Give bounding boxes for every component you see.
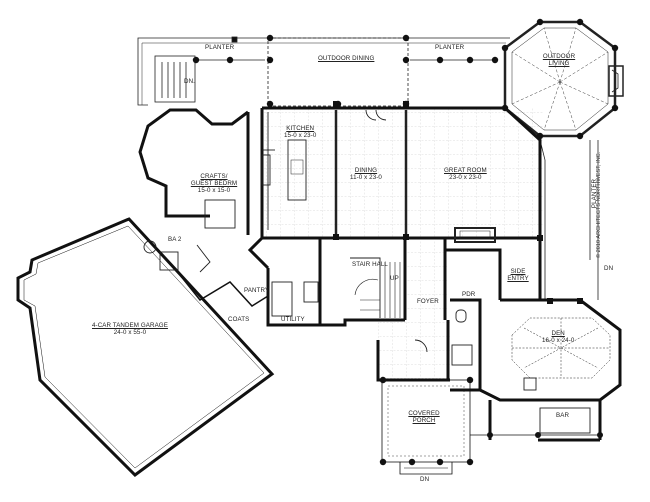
planter-left-label: PLANTER — [205, 44, 235, 51]
porch-columns — [379, 376, 603, 466]
outdoor-living-label: OUTDOOR LIVING — [542, 53, 576, 67]
coats-label: COATS — [228, 316, 250, 323]
pdr-label: PDR — [462, 291, 476, 298]
right-planter — [539, 139, 599, 300]
utility-label: UTILITY — [281, 316, 305, 323]
garage — [16, 217, 275, 477]
interior-details — [143, 109, 611, 434]
side-entry-label: SIDE ENTRY — [507, 268, 529, 282]
dn-marker-bottom: DN — [420, 476, 430, 483]
outdoor-dining-label: OUTDOOR DINING — [318, 55, 375, 62]
foyer-label: FOYER — [417, 298, 439, 305]
dn-marker-top: DN. — [184, 78, 195, 85]
dn-marker-right: DN — [604, 265, 614, 272]
tiled-floor-areas — [262, 108, 544, 380]
interior-columns — [333, 101, 583, 304]
octagon-columns — [501, 18, 619, 140]
covered-porch-label: COVERED PORCH — [408, 410, 440, 424]
crafts-bay — [138, 108, 250, 235]
stair-hall-label: STAIR HALL — [352, 261, 388, 268]
ba2-label: BA 2 — [168, 236, 182, 243]
copyright-notice: © 2010 ARCHITECTS NORTHWEST, INC. — [596, 151, 602, 258]
planter-mid-label: PLANTER — [435, 44, 465, 51]
pantry-label: PANTRY — [244, 287, 270, 294]
up-marker: UP — [390, 275, 399, 282]
bar-label: BAR — [556, 412, 570, 419]
terrace-columns — [192, 34, 499, 108]
